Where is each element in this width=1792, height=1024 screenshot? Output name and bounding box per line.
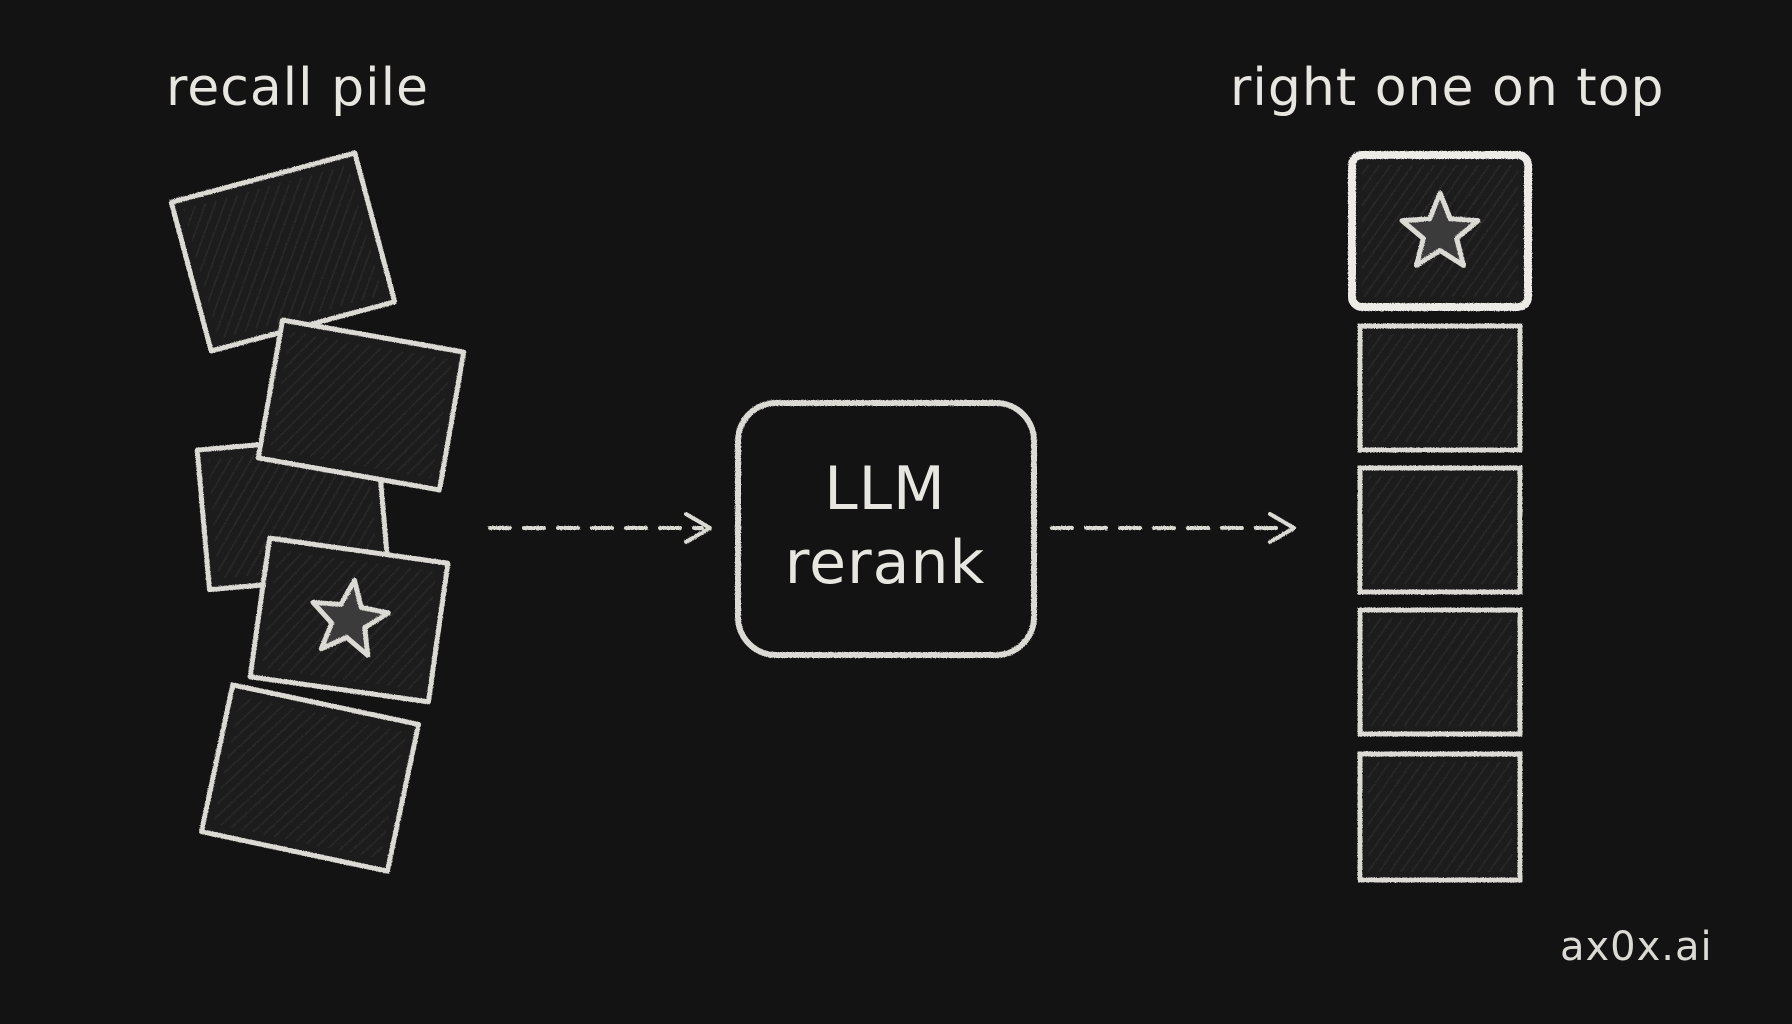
recall-pile xyxy=(168,150,467,874)
ranked-card xyxy=(1357,323,1523,453)
pile-card xyxy=(168,150,398,354)
process-label-line1: LLM xyxy=(824,454,946,524)
process-label-line2: rerank xyxy=(784,528,986,598)
pile-card xyxy=(198,682,422,874)
ranked-card xyxy=(1357,465,1523,595)
llm-rerank-box xyxy=(735,400,1037,658)
arrow-to-rerank xyxy=(488,512,712,544)
ranked-stack-label: right one on top xyxy=(1230,58,1665,118)
star-icon xyxy=(1399,190,1481,268)
watermark: ax0x.ai xyxy=(1560,924,1713,970)
ranked-stack xyxy=(1348,151,1532,883)
pile-card-starred xyxy=(247,535,451,705)
arrow-to-ranked xyxy=(1050,512,1296,544)
pile-card xyxy=(255,317,467,493)
ranked-card xyxy=(1357,607,1523,737)
ranked-card-top xyxy=(1348,151,1532,311)
recall-pile-label: recall pile xyxy=(166,58,430,118)
star-icon xyxy=(310,577,391,658)
ranked-card xyxy=(1357,751,1523,883)
process-label: LLM rerank xyxy=(735,452,1035,600)
